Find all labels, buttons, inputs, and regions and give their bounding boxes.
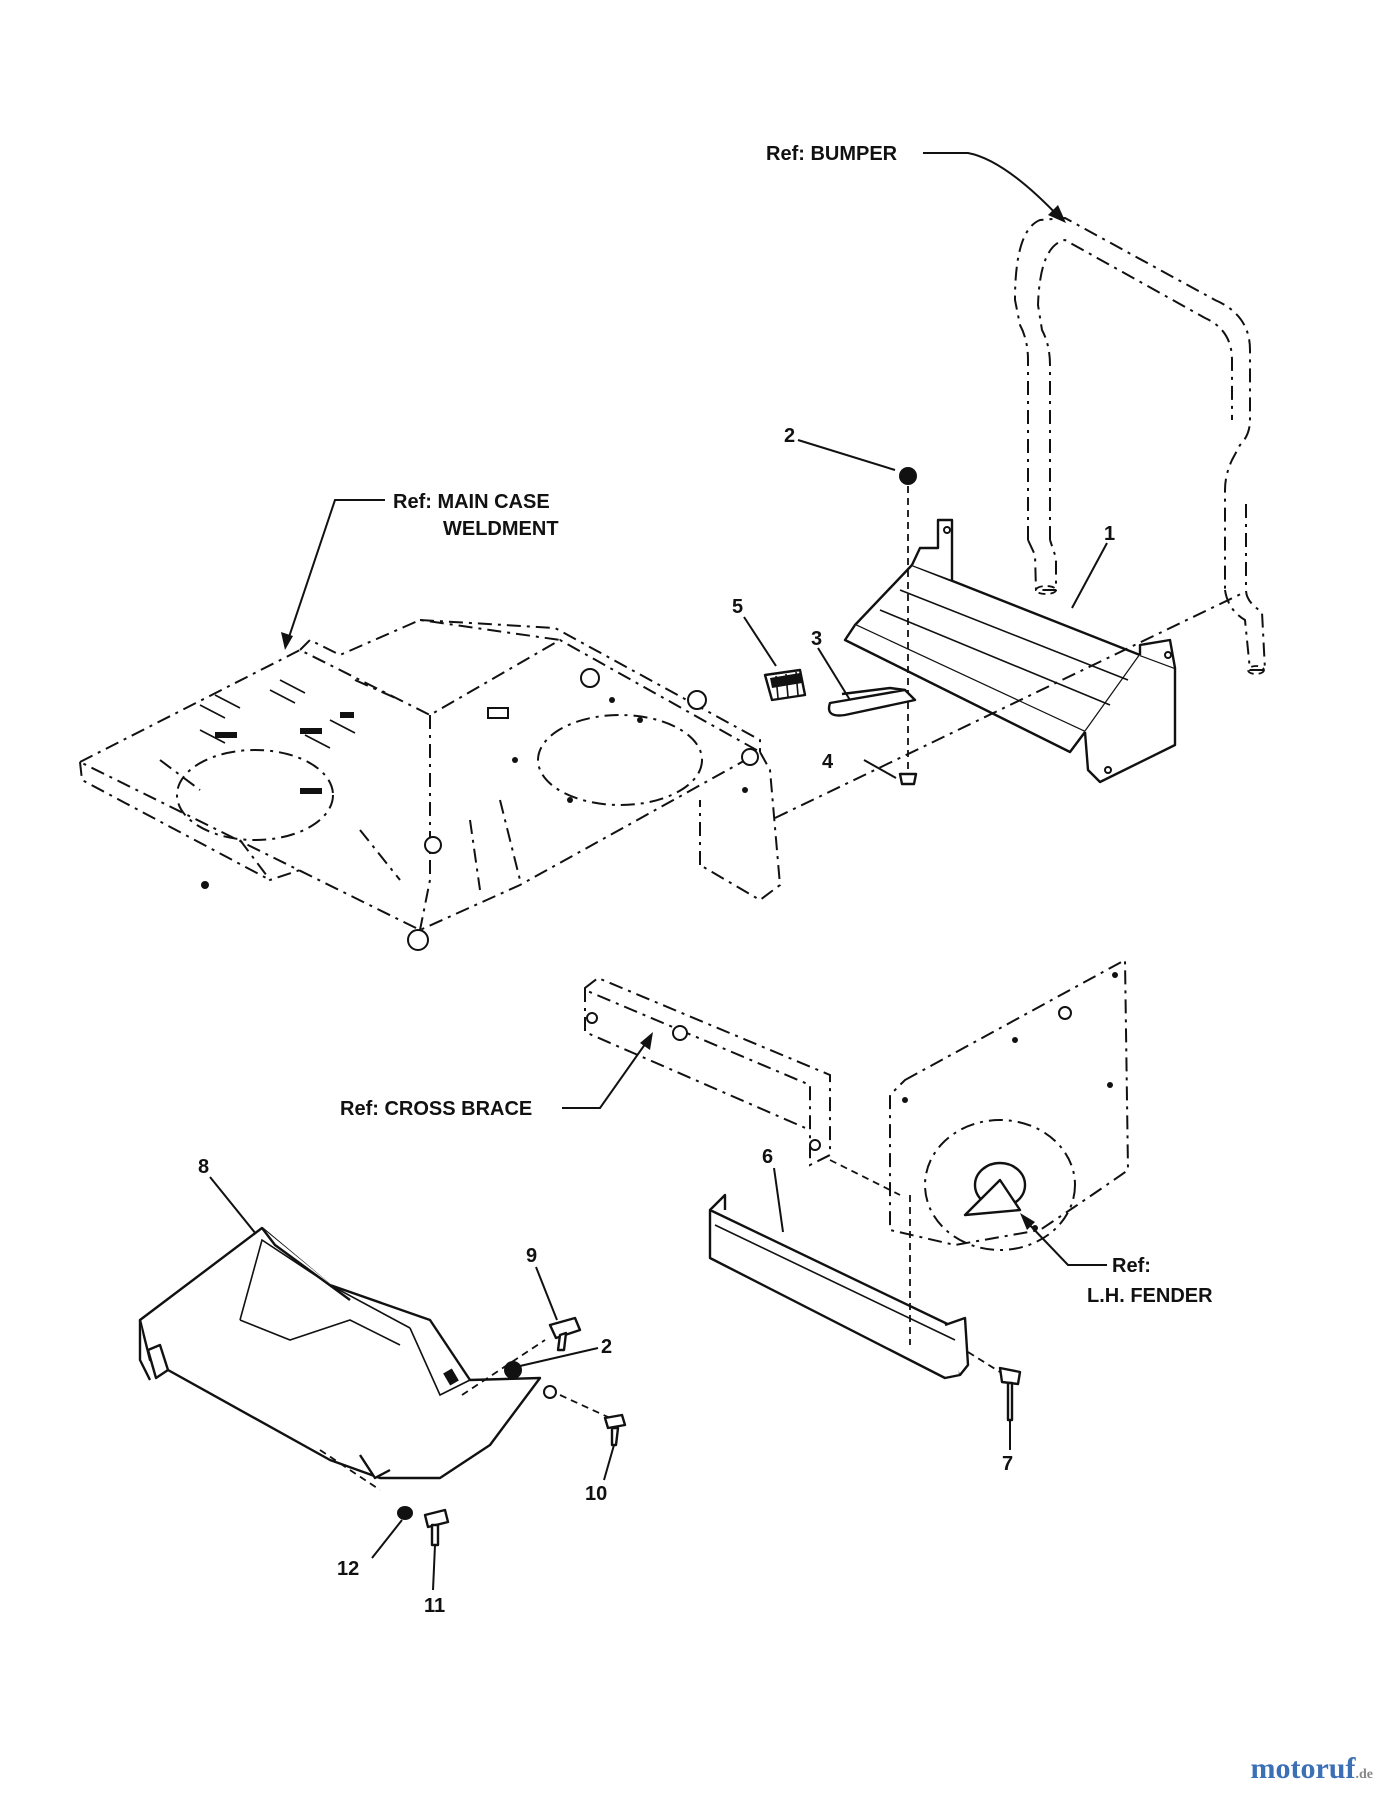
leader-12 <box>371 1519 403 1559</box>
main-case-weldment-reference <box>77 618 782 951</box>
callout-11: 11 <box>424 1595 445 1617</box>
ref-main-case-label-2: WELDMENT <box>443 518 559 540</box>
leader-fender <box>1024 1219 1107 1266</box>
arrowhead-fender <box>1020 1213 1035 1230</box>
part-8-shield <box>138 1226 557 1480</box>
leader-3 <box>817 647 851 701</box>
leader-10 <box>603 1444 615 1481</box>
callout-8: 8 <box>198 1156 209 1178</box>
ref-main-case-label-1: Ref: MAIN CASE <box>393 491 550 513</box>
callout-10: 10 <box>585 1483 607 1505</box>
part-12-washer <box>397 1506 413 1520</box>
cross-brace-reference <box>584 976 831 1167</box>
callout-4: 4 <box>822 751 834 773</box>
leader-2-lower <box>519 1347 599 1367</box>
lh-fender-reference <box>889 958 1130 1251</box>
part-6-strip <box>708 1193 970 1380</box>
part-7-bolt-shank <box>1006 1381 1014 1422</box>
leader-bumper <box>923 152 1061 219</box>
part-5-grommet <box>763 668 807 702</box>
leader-4 <box>863 759 897 779</box>
axis-part-10 <box>559 1394 611 1419</box>
ref-fender-label-2: L.H. FENDER <box>1087 1285 1213 1307</box>
bumper-reference <box>1013 216 1267 675</box>
part-4-screw <box>898 772 918 786</box>
ref-cross-brace-label: Ref: CROSS BRACE <box>340 1098 532 1120</box>
callout-2-top: 2 <box>784 425 795 447</box>
leader-2-top <box>797 439 896 471</box>
callout-9: 9 <box>526 1245 537 1267</box>
axis-part-9 <box>461 1339 546 1396</box>
part-3-clip-edge <box>841 686 906 696</box>
part-3-clip <box>827 688 917 717</box>
leader-5 <box>743 616 777 667</box>
leader-8 <box>209 1176 257 1235</box>
part-10-screw <box>603 1413 627 1430</box>
ref-bumper-label: Ref: BUMPER <box>766 143 898 165</box>
leader-11 <box>432 1544 436 1591</box>
watermark-name: motoruf <box>1250 1752 1356 1785</box>
leader-cross-brace <box>562 1039 649 1109</box>
part-7-bolt <box>998 1366 1022 1386</box>
part-10-screw-shank <box>610 1426 620 1447</box>
callout-12: 12 <box>337 1558 359 1580</box>
part-2-nut-lower <box>504 1361 522 1379</box>
leader-main-case <box>287 499 385 641</box>
watermark-tld: .de <box>1355 1767 1374 1782</box>
callout-7: 7 <box>1002 1453 1013 1475</box>
callout-2-lower: 2 <box>601 1336 612 1358</box>
ref-fender-label-1: Ref: <box>1112 1255 1151 1277</box>
part-9-bolt <box>548 1316 582 1340</box>
part-2-nut-top <box>899 467 917 485</box>
arrowhead-main-case <box>281 632 293 650</box>
callout-3: 3 <box>811 628 822 650</box>
leader-1 <box>1071 542 1108 609</box>
part-11-bolt <box>423 1508 450 1529</box>
leader-6 <box>773 1167 784 1233</box>
leader-9 <box>535 1266 558 1321</box>
callout-1: 1 <box>1104 523 1115 545</box>
mount-axis-brace-fender <box>829 1159 901 1196</box>
arrowhead-bumper <box>1048 205 1066 223</box>
callout-6: 6 <box>762 1146 773 1168</box>
axis-part-7-b <box>967 1351 1001 1373</box>
watermark-logo: motoruf.de <box>1251 1752 1373 1786</box>
axis-part-11-12 <box>319 1449 381 1491</box>
part-1-bracket <box>843 518 1177 784</box>
part-9-bolt-shank <box>556 1331 568 1352</box>
arrowhead-cross-brace <box>640 1032 653 1050</box>
part-11-bolt-shank <box>430 1523 440 1547</box>
callout-5: 5 <box>732 596 743 618</box>
